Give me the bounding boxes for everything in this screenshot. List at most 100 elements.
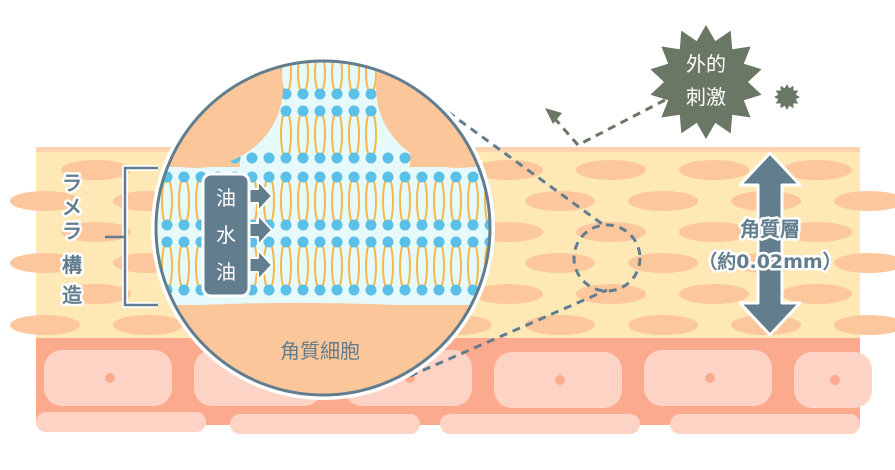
corneocyte-cell bbox=[113, 315, 183, 335]
lipid-head bbox=[416, 219, 428, 231]
lipid-head bbox=[331, 219, 343, 231]
stimulus-label-line2: 刺激 bbox=[686, 85, 726, 109]
lipid-head bbox=[450, 284, 462, 296]
lipid-head bbox=[331, 284, 343, 296]
lipid-head bbox=[365, 105, 377, 117]
stimulus-particle-icon bbox=[774, 84, 800, 110]
thickness-double-arrow: 角質層 （約0.02mm） bbox=[696, 151, 844, 337]
oil-water-oil-badge: 油 水 油 bbox=[201, 172, 273, 298]
corneocyte-cell bbox=[61, 160, 131, 180]
corneocyte-cell bbox=[10, 253, 80, 273]
lipid-head bbox=[416, 236, 428, 248]
cell-nucleus bbox=[705, 373, 715, 383]
corneocyte-cell bbox=[10, 315, 80, 335]
lipid-head bbox=[365, 284, 377, 296]
lipid-head bbox=[178, 171, 190, 183]
lipid-head bbox=[365, 88, 377, 100]
lipid-head bbox=[314, 88, 326, 100]
lipid-head bbox=[399, 219, 411, 231]
lipid-head bbox=[450, 219, 462, 231]
lipid-head bbox=[416, 284, 428, 296]
lipid-head bbox=[382, 236, 394, 248]
lipid-head bbox=[297, 236, 309, 248]
svg-text:構: 構 bbox=[62, 253, 82, 277]
lipid-head bbox=[467, 236, 479, 248]
lipid-head bbox=[382, 171, 394, 183]
corneocyte-cell bbox=[628, 253, 698, 273]
corneocyte-cell bbox=[782, 222, 852, 242]
lamellar-bracket bbox=[105, 165, 158, 308]
lipid-head bbox=[178, 236, 190, 248]
lipid-head bbox=[467, 171, 479, 183]
thickness-label: （約0.02mm） bbox=[698, 250, 841, 273]
lipid-head bbox=[348, 236, 360, 248]
lipid-head bbox=[246, 152, 258, 164]
lipid-head bbox=[433, 219, 445, 231]
stimulus-label-line1: 外的 bbox=[686, 52, 726, 76]
lipid-head bbox=[365, 152, 377, 164]
lipid-head bbox=[399, 152, 411, 164]
lipid-head bbox=[314, 152, 326, 164]
lipid-head bbox=[280, 284, 292, 296]
lipid-head bbox=[331, 88, 343, 100]
dermis-cell bbox=[440, 414, 640, 434]
lipid-head bbox=[331, 105, 343, 117]
lipid-head bbox=[263, 284, 275, 296]
lipid-head bbox=[484, 219, 489, 231]
lipid-head bbox=[280, 152, 292, 164]
corneocyte-cell bbox=[834, 191, 895, 211]
oil-label: 油 bbox=[216, 260, 236, 284]
lipid-head bbox=[263, 152, 275, 164]
corneocyte-top-right bbox=[376, 62, 489, 168]
corneocyte-label: 角質細胞 bbox=[280, 339, 360, 363]
corneocyte-cell bbox=[576, 160, 646, 180]
lipid-head bbox=[297, 219, 309, 231]
lipid-head bbox=[280, 171, 292, 183]
dermis-cell bbox=[36, 412, 206, 432]
svg-text:ラ: ラ bbox=[62, 219, 82, 243]
lipid-head bbox=[467, 219, 479, 231]
corneocyte-cell bbox=[61, 284, 131, 304]
lipid-head bbox=[314, 236, 326, 248]
water-label: 水 bbox=[216, 223, 236, 247]
lipid-head bbox=[178, 219, 190, 231]
lamellar-structure-label: ラ メ ラ 構 造 bbox=[60, 169, 86, 310]
cell-nucleus bbox=[555, 375, 565, 385]
cell-nucleus bbox=[830, 375, 840, 385]
lipid-head bbox=[450, 236, 462, 248]
corneocyte-cell bbox=[628, 315, 698, 335]
lipid-tail bbox=[484, 176, 489, 226]
corneocyte-cell bbox=[834, 253, 895, 273]
lipid-head bbox=[348, 88, 360, 100]
lipid-head bbox=[280, 219, 292, 231]
lipid-head bbox=[348, 284, 360, 296]
lipid-head bbox=[399, 236, 411, 248]
lipid-head bbox=[161, 236, 173, 248]
lipid-head bbox=[161, 219, 173, 231]
lipid-head bbox=[297, 105, 309, 117]
corneocyte-cell bbox=[576, 284, 646, 304]
lipid-head bbox=[314, 105, 326, 117]
corneocyte-cell bbox=[473, 160, 543, 180]
lipid-head bbox=[433, 236, 445, 248]
lipid-head bbox=[433, 171, 445, 183]
corneocyte-cell bbox=[782, 160, 852, 180]
corneocyte-cell bbox=[679, 284, 749, 304]
lipid-head bbox=[365, 236, 377, 248]
lipid-head bbox=[331, 171, 343, 183]
lipid-head bbox=[280, 88, 292, 100]
lipid-head bbox=[416, 171, 428, 183]
lipid-head bbox=[263, 236, 275, 248]
lipid-head bbox=[297, 171, 309, 183]
dermis-cell bbox=[670, 414, 860, 434]
lipid-head bbox=[314, 284, 326, 296]
corneocyte-cell bbox=[628, 191, 698, 211]
lipid-head bbox=[280, 105, 292, 117]
corneocyte-cell bbox=[525, 315, 595, 335]
corneocyte-cell bbox=[473, 284, 543, 304]
corneocyte-cell bbox=[525, 191, 595, 211]
stimulus-arrow bbox=[545, 98, 666, 147]
corneocyte-cell bbox=[834, 315, 895, 335]
cell-nucleus bbox=[105, 373, 115, 383]
